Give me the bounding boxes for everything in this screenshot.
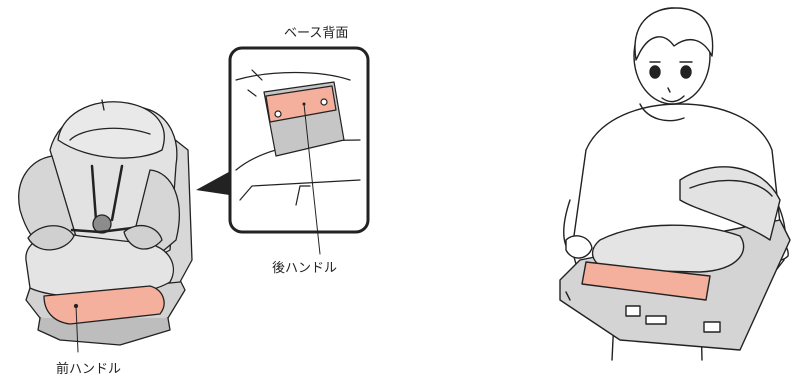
front-handle-leader <box>75 305 79 353</box>
person-eye-right <box>680 65 692 79</box>
person-carrying-seat <box>559 7 791 361</box>
rear-handle-label: 後ハンドル <box>272 261 338 276</box>
base-back-callout <box>228 46 370 255</box>
person-hand-left <box>565 235 593 259</box>
person-eye-left <box>649 65 661 79</box>
callout-pointer <box>196 168 236 196</box>
carried-front-handle-highlight <box>581 261 711 301</box>
car-seat-illustration <box>18 99 193 353</box>
rear-handle-highlight <box>265 85 337 123</box>
person-hair <box>634 7 714 61</box>
carried-seat-cushion <box>591 224 745 273</box>
front-handle-label: 前ハンドル <box>56 362 122 377</box>
front-handle-highlight <box>43 285 165 325</box>
seat-headrest <box>57 101 165 159</box>
rear-handle-leader <box>303 103 321 255</box>
base-back-title: ベース背面 <box>284 26 349 41</box>
